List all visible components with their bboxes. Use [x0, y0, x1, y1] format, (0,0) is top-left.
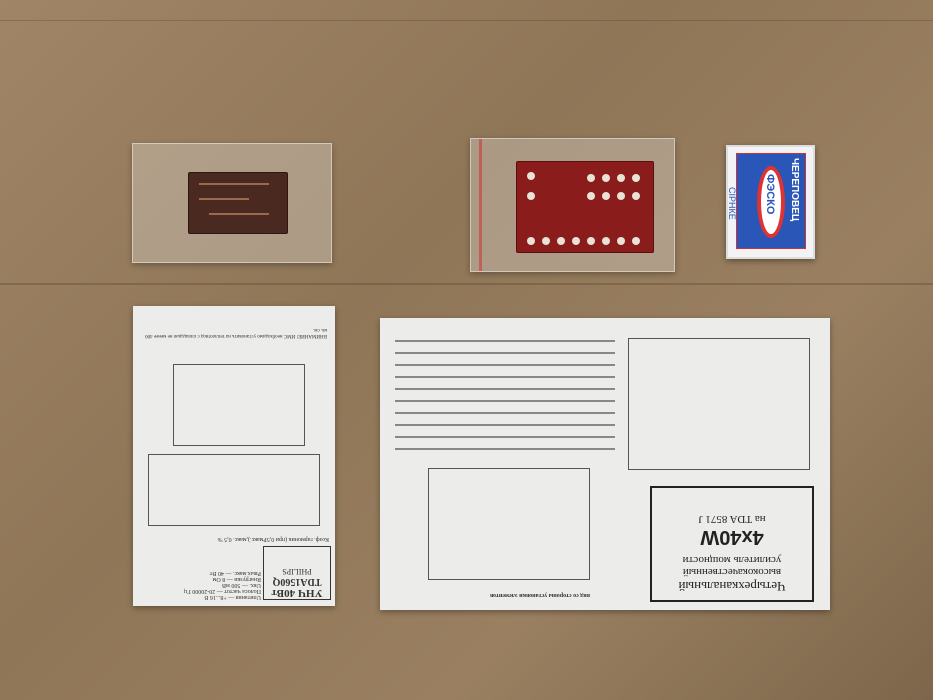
- matchbox-logo: [757, 166, 785, 238]
- title-line: усилитель мощности: [682, 554, 782, 566]
- spec-box: УНЧ 40Вт TDA1560Q PHILIPS Uпитания — +8.…: [137, 528, 333, 602]
- cardboard-fold: [0, 283, 933, 285]
- maker: PHILIPS: [282, 567, 312, 576]
- matchbox-brand: ФЭСКО: [764, 174, 776, 215]
- title-line: высококачественный: [682, 566, 782, 578]
- left-manual: ВНИМАНИЕ! ИМС необходимо установить на т…: [133, 306, 335, 606]
- chip: на TDA 8571 J: [698, 513, 766, 525]
- title-line: Четырехканальный: [678, 579, 786, 594]
- spec-row: Рвых.макс. — 40 Вт: [209, 570, 261, 576]
- spec-row: Полоса частот — 20-20000 Гц: [184, 588, 261, 594]
- dark-pcb: [188, 172, 288, 234]
- power-rating: 4x40W: [700, 526, 764, 548]
- footer-text: вид со стороны установки элементов: [489, 592, 590, 598]
- spec-row: Uпитания — +8...16 В: [204, 594, 261, 600]
- matchbox-product: СIРНКЕ: [727, 187, 737, 220]
- left-pcb-bag: [132, 143, 332, 263]
- title-box: Четырехканальный высококачественный усил…: [650, 486, 814, 602]
- matchbox: ФЭСКО ЧЕРЕПОВЕЦ СIРНКЕ: [726, 145, 815, 259]
- pcb-layout-drawing: [428, 468, 590, 580]
- spec-row: Rнагрузки — 8 Ом: [212, 576, 261, 582]
- chip: TDA1560Q: [272, 576, 322, 587]
- schematic-drawing: [148, 454, 320, 526]
- right-manual: Четырехканальный высококачественный усил…: [380, 318, 830, 610]
- matchbox-label: ФЭСКО ЧЕРЕПОВЕЦ: [736, 153, 806, 249]
- pcb-layout-drawing: [173, 364, 305, 446]
- red-pcb: [516, 161, 654, 253]
- cardboard-fold: [0, 20, 933, 21]
- matchbox-city: ЧЕРЕПОВЕЦ: [789, 158, 800, 222]
- spec-row: Коэф. гармоник (при 0,5Рмакс.),макс. 0,5…: [217, 536, 329, 542]
- title: УНЧ 40Вт: [271, 587, 323, 599]
- block-schematic: [628, 338, 810, 470]
- warning-text: ВНИМАНИЕ! ИМС необходимо установить на т…: [145, 327, 327, 338]
- right-pcb-bag: [470, 138, 675, 272]
